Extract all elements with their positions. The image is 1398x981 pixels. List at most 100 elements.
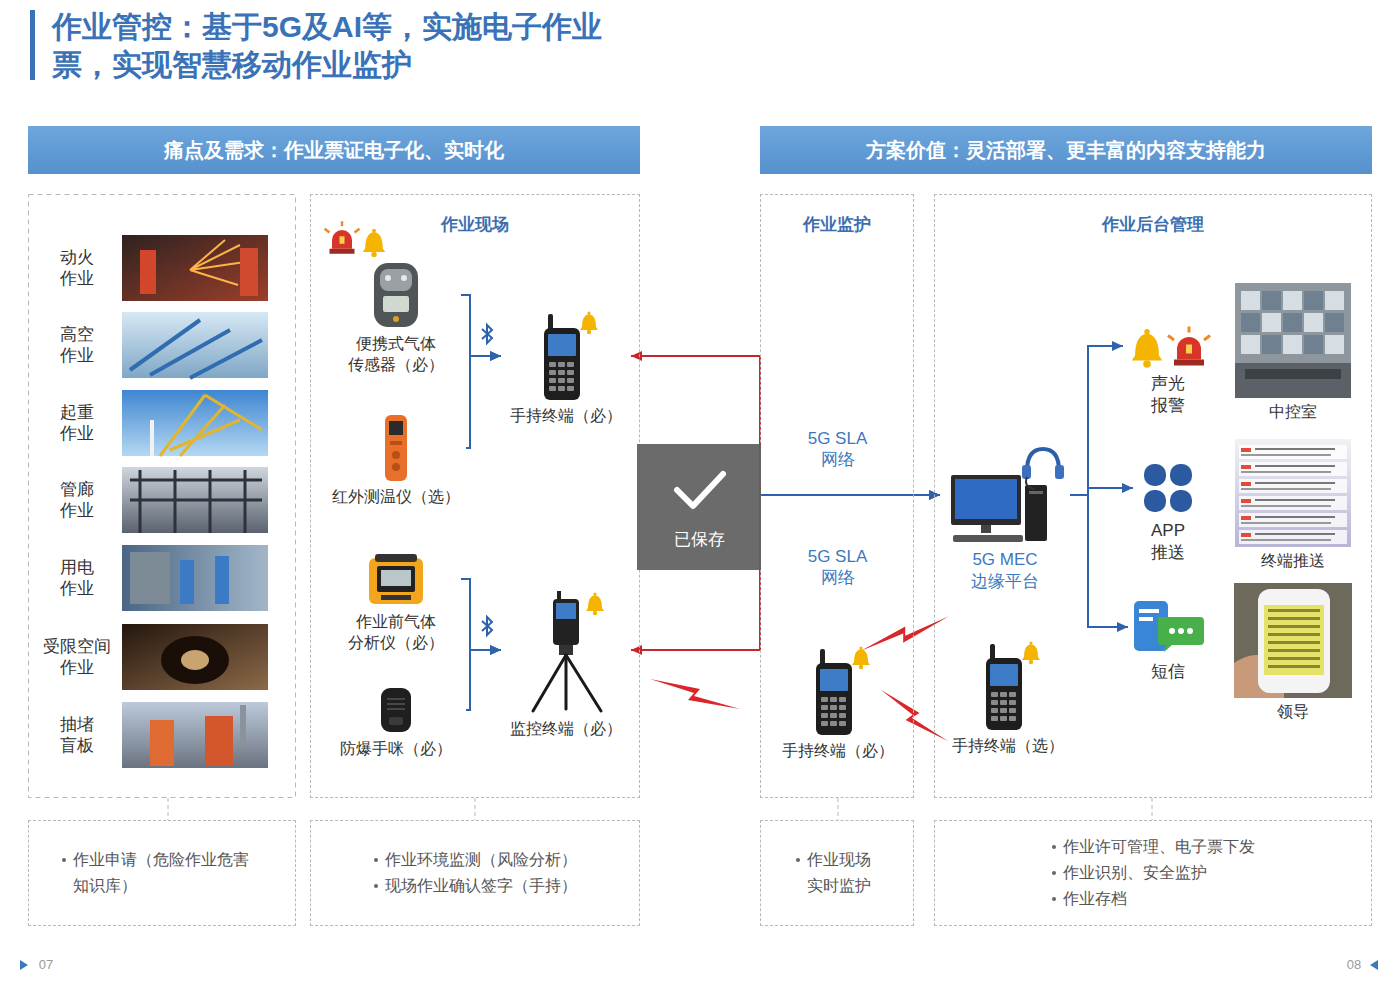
bullet-dot	[374, 884, 378, 888]
device-icon	[361, 550, 431, 608]
connector	[461, 579, 501, 655]
device-item: 手持终端（必）	[501, 310, 631, 427]
arrow-head	[1117, 622, 1128, 632]
wireless-bolt	[650, 593, 957, 741]
page-marker	[20, 960, 28, 970]
device-caption: 监控终端（必）	[510, 719, 622, 740]
device-caption: 作业前气体 分析仪（必）	[331, 612, 461, 654]
section-panel: 作业后台管理 5G MEC 边缘平台声光 报警 APP 推送短信 中控室终端推送领导手…	[934, 194, 1372, 798]
connector-line	[466, 650, 501, 710]
panel-heading: 作业监护	[761, 213, 913, 236]
page-number: 08	[1342, 957, 1366, 972]
device-icon	[1123, 323, 1213, 369]
device-caption: 领导	[1277, 702, 1309, 723]
device-caption: 手持终端（必）	[510, 406, 622, 427]
device-icon	[366, 260, 426, 330]
device-icon	[1234, 583, 1352, 698]
connector-line	[466, 356, 501, 448]
device-icon	[1128, 597, 1208, 657]
device-item: 红外测温仪（选）	[326, 413, 466, 508]
page-marker	[1370, 960, 1378, 970]
header-band: 痛点及需求：作业票证电子化、实时化	[28, 126, 640, 174]
device-item: APP 推送	[1133, 460, 1203, 564]
note-row: 作业环境监测（风险分析）	[374, 847, 577, 873]
toast-text: 已保存	[637, 528, 761, 551]
note-row: 作业存档	[1052, 886, 1255, 912]
device-caption: 红外测温仪（选）	[332, 487, 460, 508]
note-box: 作业环境监测（风险分析）现场作业确认签字（手持）	[310, 820, 640, 926]
device-caption: 便携式气体 传感器（必）	[331, 334, 461, 376]
device-item: 防爆手咪（必）	[326, 685, 466, 760]
connector	[1070, 483, 1133, 495]
band-title: 方案价值：灵活部署、更丰富的内容支持能力	[866, 137, 1266, 164]
network-label: 5G SLA 网络	[795, 546, 880, 589]
work-type-label: 用电 作业	[47, 557, 107, 600]
connector	[1070, 341, 1123, 495]
device-caption: 防爆手咪（必）	[340, 739, 452, 760]
arrow-head	[490, 351, 501, 361]
device-caption: APP 推送	[1143, 520, 1193, 564]
arrow-head	[490, 351, 501, 361]
arrow-head	[631, 645, 642, 655]
connector-line	[760, 494, 940, 496]
bullet-dot	[1052, 845, 1056, 849]
work-type-label: 高空 作业	[47, 324, 107, 367]
connector	[461, 295, 501, 361]
note-list: 作业环境监测（风险分析）现场作业确认签字（手持）	[374, 847, 577, 899]
note-list: 作业现场 实时监护	[796, 847, 879, 899]
device-item: 短信	[1128, 597, 1208, 683]
page-title: 作业管控：基于5G及AI等，实施电子作业票，实现智慧移动作业监护	[52, 8, 652, 84]
bullet-dot	[1052, 871, 1056, 875]
device-item: 手持终端（必）	[766, 645, 910, 762]
section-panel: 作业现场便携式气体 传感器（必）红外测温仪（选）手持终端（必）作业前气体 分析仪…	[310, 194, 640, 798]
arrow-head	[490, 645, 501, 655]
device-item: 手持终端（选）	[943, 640, 1073, 757]
device-item: 终端推送	[1228, 439, 1358, 572]
work-type-label: 管廊 作业	[47, 479, 107, 522]
device-icon	[803, 645, 873, 737]
panel-heading: 作业后台管理	[935, 213, 1371, 236]
note-text: 作业许可管理、电子票下发	[1063, 834, 1255, 860]
work-type-label: 动火 作业	[47, 247, 107, 290]
connector-line	[461, 295, 501, 356]
device-item: 声光 报警	[1123, 323, 1213, 417]
device-item: 5G MEC 边缘平台	[940, 445, 1070, 593]
device-caption: 短信	[1151, 661, 1185, 683]
page-number: 07	[31, 957, 61, 972]
note-text: 作业识别、安全监护	[1063, 860, 1207, 886]
tick-line	[168, 798, 1152, 820]
bullet-dot	[374, 858, 378, 862]
arrow-head	[631, 351, 642, 361]
section-panel: 作业监护手持终端（必）	[760, 194, 914, 798]
note-row: 作业申请（危险作业危害 知识库）	[62, 847, 263, 899]
work-type-label: 起重 作业	[47, 402, 107, 445]
bullet-dot	[796, 858, 800, 862]
device-item: 监控终端（必）	[501, 585, 631, 740]
device-caption: 手持终端（选）	[952, 736, 1064, 757]
panel-outline	[29, 195, 296, 798]
note-box: 作业许可管理、电子票下发作业识别、安全监护作业存档	[934, 820, 1372, 926]
connector	[466, 645, 501, 710]
note-row: 作业许可管理、电子票下发	[1052, 834, 1255, 860]
device-item: 便携式气体 传感器（必）	[331, 260, 461, 376]
device-caption: 中控室	[1269, 402, 1317, 423]
alarm-symbol	[325, 221, 360, 254]
note-row: 现场作业确认签字（手持）	[374, 873, 577, 899]
note-row: 作业识别、安全监护	[1052, 860, 1255, 886]
band-title: 痛点及需求：作业票证电子化、实时化	[164, 137, 504, 164]
saved-toast	[637, 444, 761, 570]
note-text: 作业环境监测（风险分析）	[385, 847, 577, 873]
note-box: 作业现场 实时监护	[760, 820, 914, 926]
note-text: 作业现场 实时监护	[807, 847, 879, 899]
device-item: 领导	[1228, 583, 1358, 723]
connector-line	[760, 494, 940, 496]
bullet-dot	[1052, 897, 1056, 901]
device-item: 中控室	[1228, 283, 1358, 423]
arrow-head	[1122, 483, 1133, 493]
arrow-head	[490, 645, 501, 655]
bluetooth-symbol	[482, 325, 492, 635]
device-caption: 手持终端（必）	[782, 741, 894, 762]
note-list: 作业申请（危险作业危害 知识库）	[62, 847, 263, 899]
work-photos	[122, 235, 268, 768]
connector-line	[1070, 346, 1123, 495]
